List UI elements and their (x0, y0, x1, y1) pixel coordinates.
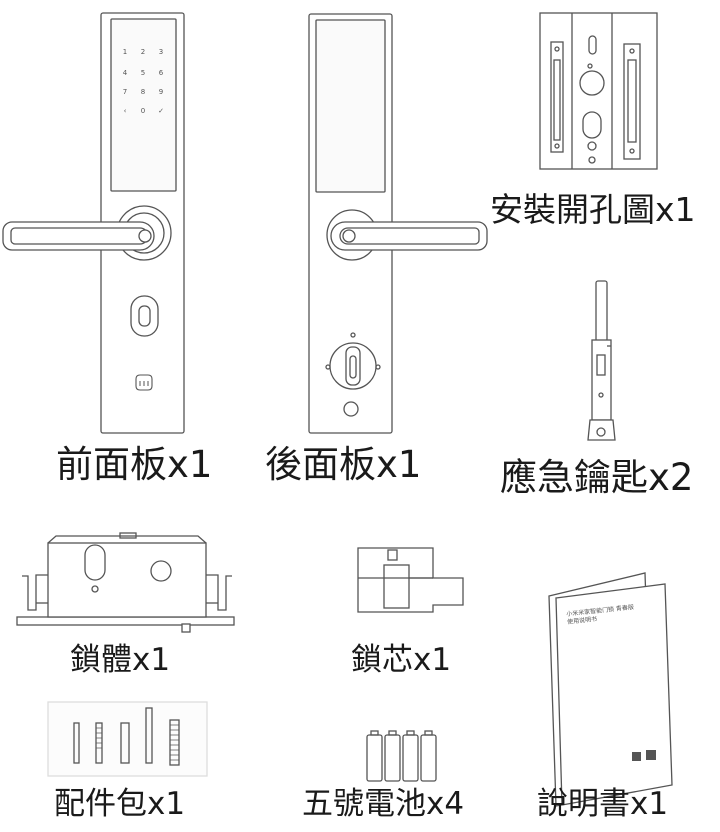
item-qty: x1 (167, 443, 213, 486)
keypad-key: ‹ (124, 107, 127, 115)
keypad: 1 2 3 4 5 6 7 8 9 ‹ 0 ✓ (123, 48, 164, 115)
keypad-key: 6 (159, 69, 164, 77)
front-panel-illustration: 1 2 3 4 5 6 7 8 9 ‹ 0 ✓ (2, 12, 185, 434)
emergency-key-illustration (587, 280, 616, 441)
back-panel-label: 後面板x1 (265, 446, 421, 483)
item-name: 鎖體 (70, 642, 132, 678)
keypad-key: 2 (141, 48, 145, 56)
accessory-pack-illustration (47, 701, 208, 777)
lock-body-label: 鎖體x1 (70, 645, 170, 676)
keypad-key: 1 (123, 48, 127, 56)
drilling-template-illustration (539, 12, 658, 170)
item-name: 說明書 (537, 786, 630, 822)
manual-label: 說明書x1 (537, 789, 668, 820)
item-qty: x1 (630, 786, 669, 822)
emergency-key-label: 應急鑰匙x2 (500, 459, 693, 496)
keypad-key: ✓ (158, 107, 164, 115)
accessory-pack-label: 配件包x1 (54, 789, 185, 820)
item-qty: x1 (376, 443, 422, 486)
item-name: 配件包 (54, 786, 147, 822)
aa-batteries-label: 五號電池x4 (302, 789, 464, 820)
item-name: 五號電池 (302, 786, 426, 822)
lock-cylinder-label: 鎖芯x1 (351, 645, 451, 676)
item-qty: x1 (413, 642, 452, 678)
item-name: 前面板 (56, 443, 167, 486)
item-qty: x1 (132, 642, 171, 678)
front-panel-label: 前面板x1 (56, 446, 212, 483)
keypad-key: 5 (141, 69, 145, 77)
item-name: 後面板 (265, 443, 376, 486)
item-name: 鎖芯 (351, 642, 413, 678)
item-qty: x2 (648, 456, 694, 499)
keypad-key: 4 (123, 69, 128, 77)
keypad-key: 0 (141, 107, 145, 115)
item-qty: x1 (655, 190, 696, 229)
lock-cylinder-illustration (357, 547, 464, 613)
keypad-key: 9 (159, 88, 163, 96)
aa-batteries-illustration (366, 730, 437, 782)
manual-illustration (548, 572, 673, 807)
item-name: 應急鑰匙 (500, 456, 648, 499)
item-qty: x1 (147, 786, 186, 822)
keypad-key: 3 (159, 48, 163, 56)
item-name: 安裝開孔圖 (490, 190, 655, 229)
item-qty: x4 (426, 786, 465, 822)
back-panel-illustration (308, 13, 488, 434)
keypad-key: 7 (123, 88, 127, 96)
lock-body-illustration (16, 532, 235, 633)
drilling-template-label: 安裝開孔圖x1 (490, 193, 696, 226)
keypad-key: 8 (141, 88, 145, 96)
mi-logo-icon (135, 374, 153, 391)
